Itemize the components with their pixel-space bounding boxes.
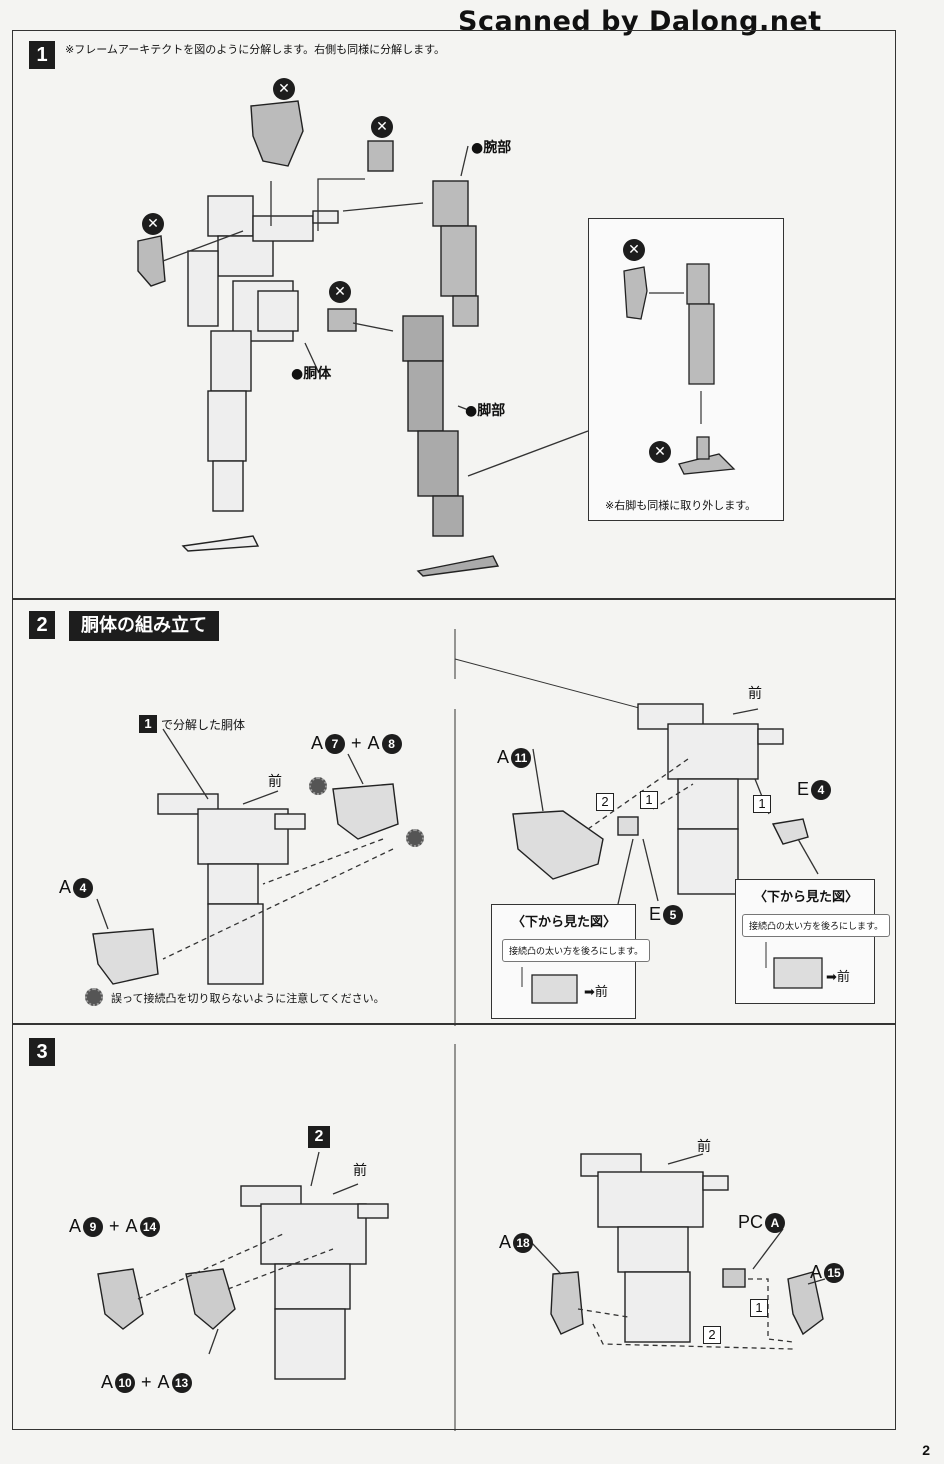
step1-panel: 1 ※フレームアーキテクトを図のように分解します。右側も同様に分解します。 [12,30,896,600]
caution-icon [406,829,424,847]
bottom-view-note: 接続凸の太い方を後ろにします。 [502,939,651,962]
step1-number: 1 [29,41,55,69]
head-part [250,100,304,167]
front-label: 前 [268,774,282,790]
torso-label: ●胴体 [291,366,332,382]
caution-note: 誤って接続凸を切り取らないように注意してください。 [111,992,385,1005]
step2-diagram [92,629,819,1026]
step2-title: 胴体の組み立て [69,611,219,641]
ref-step-badge: 1 [139,715,157,733]
instruction-page: 1 ※フレームアーキテクトを図のように分解します。右側も同様に分解します。 [12,30,896,1431]
ref-step-text: で分解した胴体 [161,717,246,732]
bottom-view-front: ➡前 [584,985,608,1000]
arm-part [432,180,479,327]
step2-number: 2 [29,611,55,639]
bottom-view-note: 接続凸の太い方を後ろにします。 [742,914,891,937]
remove-icon: ✕ [649,441,671,463]
leg-part [402,315,500,577]
bottom-view-inset: 〈下から見た図〉 接続凸の太い方を後ろにします。 ➡前 [735,879,891,1004]
bottom-view-title: 〈下から見た図〉 [754,890,859,905]
remove-icon: ✕ [623,239,645,261]
bottom-view-inset: 〈下から見た図〉 接続凸の太い方を後ろにします。 ➡前 [491,904,651,1019]
step2-ref: 1 で分解した胴体 [139,715,245,733]
order-label: 2 [703,1326,721,1344]
step3-diagram [97,1044,826,1431]
step1-diagram [137,100,589,577]
front-label: 前 [353,1163,367,1179]
remove-icon: ✕ [329,281,351,303]
frame-robot [181,195,339,552]
watermark: Scanned by Dalong.net [458,6,822,37]
order-label: 1 [750,1299,768,1317]
remove-icon: ✕ [371,116,393,138]
front-label: 前 [748,686,762,702]
order-label: 2 [596,793,614,811]
bottom-view-title: 〈下から見た図〉 [512,915,617,930]
caution-icon [309,777,327,795]
step1-right-leg-inset: ✕ ✕ ※右脚も同様に取り外します。 [588,218,784,521]
step2-panel: 2 胴体の組み立て [12,598,896,1026]
page-number: 2 [922,1442,930,1458]
step3-panel: 3 [12,1023,896,1431]
order-label: 1 [640,791,658,809]
bottom-view-front: ➡前 [826,970,850,985]
leg-label: ●脚部 [465,403,506,419]
ref-step-badge: 2 [308,1126,330,1148]
step1-note: ※フレームアーキテクトを図のように分解します。右側も同様に分解します。 [65,43,446,56]
order-label: 1 [753,795,771,813]
remove-icon: ✕ [142,213,164,235]
front-label: 前 [697,1139,711,1155]
caution-icon [85,988,103,1006]
step3-number: 3 [29,1038,55,1066]
inset-note: ※右脚も同様に取り外します。 [605,499,757,512]
remove-icon: ✕ [273,78,295,100]
arm-label: ●腕部 [471,140,512,156]
